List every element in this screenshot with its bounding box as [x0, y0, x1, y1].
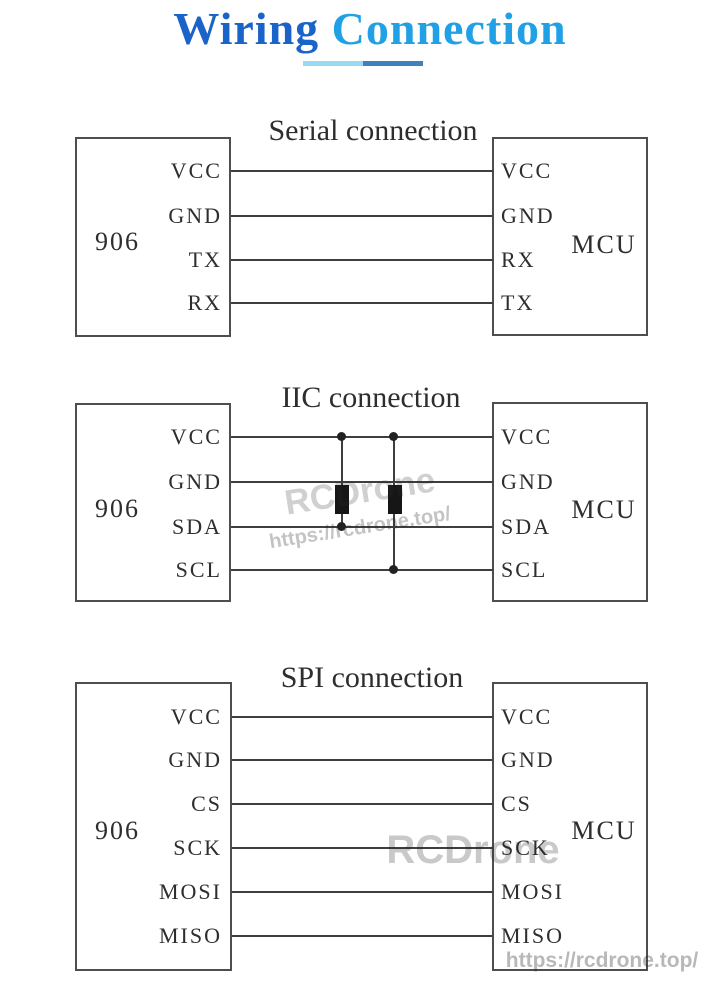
page-title-word-wiring: Wiring	[173, 3, 320, 54]
page-title: Wiring Connection	[19, 2, 721, 55]
iic-left-pin-gnd: GND	[168, 469, 222, 494]
serial-right-device-box	[492, 137, 648, 336]
spi-right-pin-cs: CS	[501, 791, 532, 816]
spi-left-pin-gnd: GND	[168, 747, 222, 772]
spi-left-pin-mosi: MOSI	[158, 879, 222, 904]
serial-right-pin-tx: TX	[501, 290, 535, 315]
iic-wire-gnd	[231, 481, 493, 483]
iic-wire-vcc	[231, 436, 493, 438]
serial-wire-gnd	[231, 215, 493, 217]
spi-right-pin-sck: SCK	[501, 835, 550, 860]
spi-right-pin-gnd: GND	[501, 747, 555, 772]
serial-left-pin-vcc: VCC	[170, 158, 222, 183]
iic-junction-dot-vcc-scl	[389, 432, 398, 441]
iic-left-pin-scl: SCL	[175, 557, 222, 582]
serial-left-pin-rx: RX	[187, 290, 222, 315]
iic-left-pin-vcc: VCC	[170, 424, 222, 449]
serial-wire-rx-tx	[231, 302, 493, 304]
spi-left-device-box	[75, 682, 232, 971]
serial-left-device-label: 906	[95, 227, 140, 256]
spi-left-device-label: 906	[95, 816, 140, 845]
spi-wire-gnd	[232, 759, 493, 761]
iic-pullup-resistor-sda	[335, 485, 349, 514]
spi-right-pin-vcc: VCC	[501, 704, 553, 729]
spi-left-pin-vcc: VCC	[170, 704, 222, 729]
spi-right-pin-mosi: MOSI	[501, 879, 565, 904]
spi-wire-vcc	[232, 716, 493, 718]
spi-section-heading: SPI connection	[280, 661, 464, 694]
iic-left-device-box	[75, 403, 231, 602]
iic-right-pin-gnd: GND	[501, 469, 555, 494]
spi-wire-mosi	[232, 891, 493, 893]
title-underline-left	[303, 61, 363, 66]
spi-right-device-label: MCU	[571, 816, 637, 845]
iic-right-pin-vcc: VCC	[501, 424, 553, 449]
title-underline-right	[363, 61, 423, 66]
iic-junction-dot-vcc-sda	[337, 432, 346, 441]
iic-left-pin-sda: SDA	[171, 514, 222, 539]
iic-left-device-label: 906	[95, 494, 140, 523]
serial-left-pin-gnd: GND	[168, 203, 222, 228]
serial-section-heading: Serial connection	[268, 114, 478, 147]
serial-right-pin-rx: RX	[501, 247, 536, 272]
spi-left-pin-sck: SCK	[173, 835, 222, 860]
serial-wire-vcc	[231, 170, 493, 172]
iic-junction-dot-sda	[337, 522, 346, 531]
page-title-word-connection: Connection	[331, 3, 567, 54]
spi-left-pin-cs: CS	[191, 791, 222, 816]
watermark-brand-spi: RCDrone	[386, 828, 560, 872]
watermark-url-bottom: https://rcdrone.top/	[505, 949, 699, 972]
spi-left-pin-miso: MISO	[158, 923, 222, 948]
iic-right-device-box	[492, 402, 648, 602]
serial-wire-tx-rx	[231, 259, 493, 261]
serial-left-pin-tx: TX	[188, 247, 222, 272]
iic-right-device-label: MCU	[571, 495, 637, 524]
spi-right-pin-miso: MISO	[501, 923, 565, 948]
iic-junction-dot-scl	[389, 565, 398, 574]
iic-section-heading: IIC connection	[281, 381, 461, 414]
iic-right-pin-scl: SCL	[501, 557, 548, 582]
iic-pullup-resistor-scl	[388, 485, 402, 514]
spi-right-device-box	[492, 682, 648, 971]
serial-right-pin-vcc: VCC	[501, 158, 553, 183]
spi-wire-cs	[232, 803, 493, 805]
iic-pullup-wire-sda	[341, 437, 343, 527]
serial-left-device-box	[75, 137, 231, 337]
spi-wire-miso	[232, 935, 493, 937]
iic-right-pin-sda: SDA	[501, 514, 552, 539]
iic-wire-sda	[231, 526, 493, 528]
iic-wire-scl	[231, 569, 493, 571]
serial-right-pin-gnd: GND	[501, 203, 555, 228]
serial-right-device-label: MCU	[571, 230, 637, 259]
spi-wire-sck	[232, 847, 493, 849]
